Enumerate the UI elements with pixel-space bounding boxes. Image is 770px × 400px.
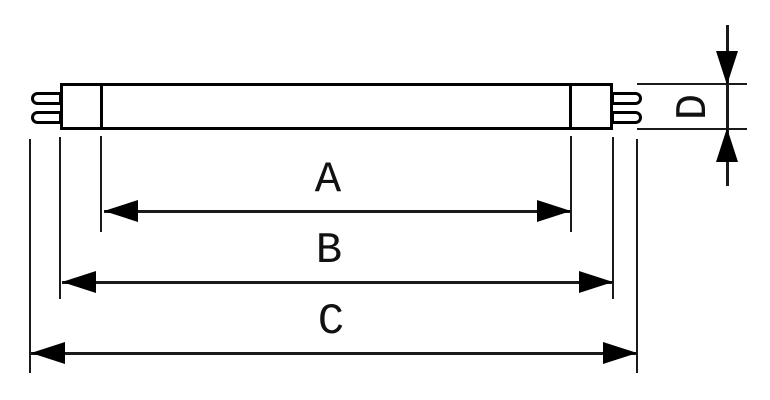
dimension-line-b: [62, 281, 613, 284]
extension-line-c-left: [29, 139, 31, 373]
lamp-pin-right-top: [611, 92, 642, 105]
extension-line-d-bottom: [637, 128, 747, 130]
extension-line-c-right: [636, 139, 638, 373]
arrowhead-c-right-icon: [603, 342, 637, 364]
lamp-pin-right-bottom: [611, 111, 642, 124]
arrowhead-d-bottom-icon: [716, 128, 738, 162]
extension-line-a-left: [100, 136, 102, 232]
dimension-label-c: C: [317, 297, 345, 347]
arrowhead-a-right-icon: [537, 200, 571, 222]
dimension-line-d: [726, 25, 729, 186]
dimension-line-c: [31, 352, 637, 355]
dimension-label-d: D: [669, 93, 719, 121]
arrowhead-b-right-icon: [579, 271, 613, 293]
dimension-line-a: [104, 210, 571, 213]
arrowhead-b-left-icon: [62, 271, 96, 293]
arrowhead-c-left-icon: [31, 342, 65, 364]
lamp-pin-left-top: [31, 92, 62, 105]
arrowhead-a-left-icon: [104, 200, 138, 222]
dimension-label-a: A: [314, 155, 342, 205]
extension-line-a-right: [570, 136, 572, 232]
extension-line-d-top: [637, 83, 747, 85]
dimension-label-b: B: [315, 226, 343, 276]
lamp-tube-body: [60, 83, 613, 130]
extension-line-b-right: [612, 137, 614, 299]
arrowhead-d-top-icon: [716, 51, 738, 85]
lamp-cap-seam-left: [100, 83, 103, 130]
lamp-pin-left-bottom: [31, 111, 62, 124]
lamp-cap-seam-right: [569, 83, 572, 130]
extension-line-b-left: [59, 137, 61, 299]
